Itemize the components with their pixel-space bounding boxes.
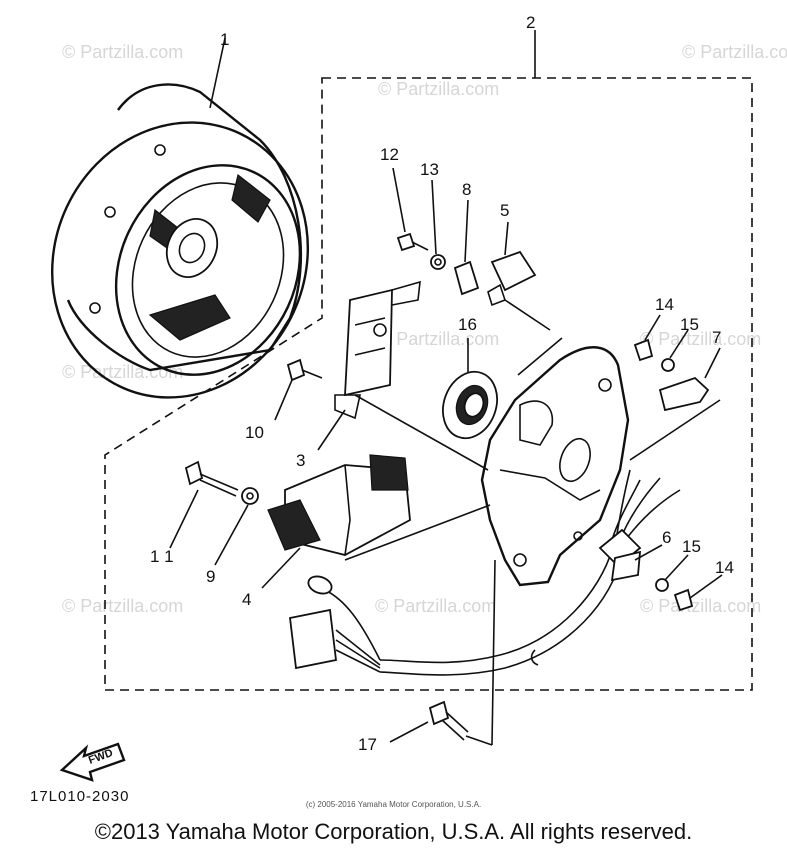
leader-line xyxy=(209,37,226,109)
callout-1: 1 xyxy=(220,30,229,49)
watermark: © Partzilla.com xyxy=(378,79,499,99)
callout-9: 9 xyxy=(206,567,215,586)
callout-5: 5 xyxy=(500,201,509,220)
part-code: 17L010-2030 xyxy=(30,788,129,805)
oil-seal xyxy=(442,370,498,440)
callout-15-lower: 15 xyxy=(682,537,701,556)
pulser-coil xyxy=(334,280,489,471)
watermark: © Partzilla.com xyxy=(640,329,761,349)
watermark: © Partzilla.com xyxy=(62,42,183,62)
stator-base-plate xyxy=(480,346,630,587)
watermark: © Partzilla.com xyxy=(62,596,183,616)
callout-16: 16 xyxy=(458,315,477,334)
fwd-arrow: FWD xyxy=(59,742,126,782)
flywheel xyxy=(50,37,310,399)
callout-14-lower: 14 xyxy=(715,558,734,577)
callout-10: 10 xyxy=(245,423,264,442)
callout-8: 8 xyxy=(462,180,471,199)
callout-12: 12 xyxy=(380,145,399,164)
assembly-boundary xyxy=(104,77,753,691)
watermark: © Partzilla.com xyxy=(682,42,787,62)
callout-3: 3 xyxy=(296,451,305,470)
cdi-unit xyxy=(267,454,491,561)
watermark: © Partzilla.com xyxy=(375,596,496,616)
copyright-notice: ©2013 Yamaha Motor Corporation, U.S.A. A… xyxy=(94,819,693,844)
callout-4: 4 xyxy=(242,590,251,609)
callout-2: 2 xyxy=(526,13,535,32)
callout-15-upper: 15 xyxy=(680,315,699,334)
watermark: © Partzilla.com xyxy=(378,329,499,349)
leader-lines xyxy=(169,167,723,743)
watermark: © Partzilla.com xyxy=(640,596,761,616)
callouts: 1 2 3 4 5 6 7 8 9 10 1 1 12 13 14 15 16 … xyxy=(150,13,734,754)
callout-13: 13 xyxy=(420,160,439,179)
callout-14-upper: 14 xyxy=(655,295,674,314)
callout-11: 1 1 xyxy=(150,547,174,566)
small-parts xyxy=(184,232,710,746)
callout-6: 6 xyxy=(662,528,671,547)
watermark: © Partzilla.com xyxy=(62,362,183,382)
wire-harness xyxy=(289,469,681,676)
small-copyright: (c) 2005-2016 Yamaha Motor Corporation, … xyxy=(305,800,482,809)
callout-7: 7 xyxy=(712,328,721,347)
callout-17: 17 xyxy=(358,735,377,754)
